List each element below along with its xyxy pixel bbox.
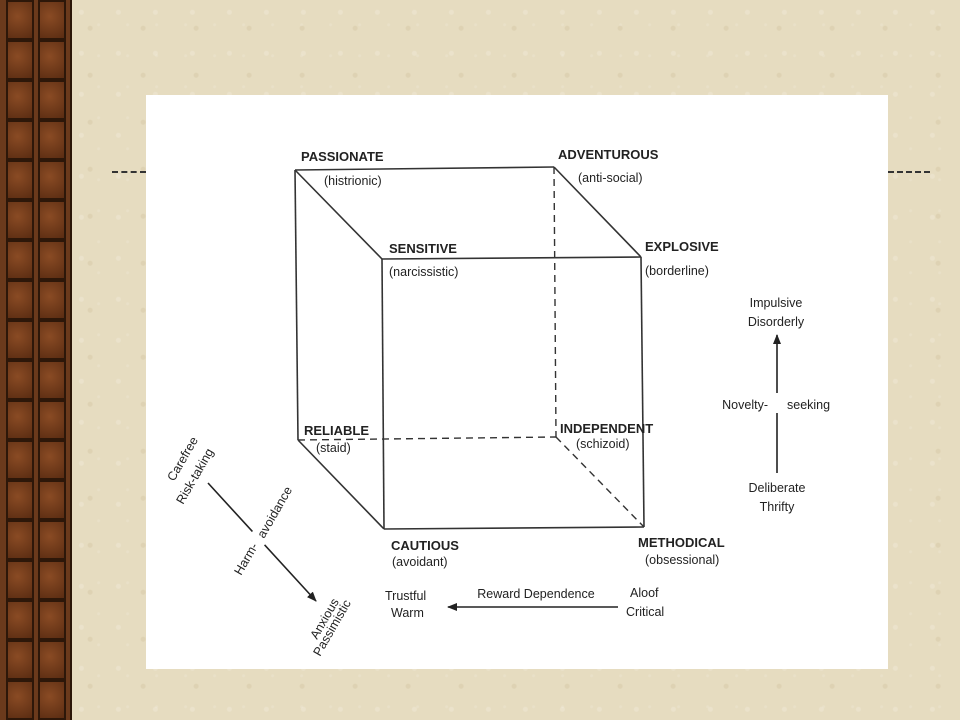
label-aloof: Aloof xyxy=(630,586,659,600)
border-tile xyxy=(6,600,34,640)
label-independent: INDEPENDENT xyxy=(560,421,653,436)
border-tile xyxy=(6,280,34,320)
label-narcissistic: (narcissistic) xyxy=(389,265,458,279)
label-trustful: Trustful xyxy=(385,589,426,603)
border-tile xyxy=(6,40,34,80)
label-harm: Harm- xyxy=(231,540,260,577)
border-tile xyxy=(38,0,66,40)
label-reliable: RELIABLE xyxy=(304,423,369,438)
border-tile xyxy=(38,400,66,440)
label-impulsive: Impulsive xyxy=(750,296,803,310)
border-tile xyxy=(6,200,34,240)
label-methodical: METHODICAL xyxy=(638,535,725,550)
border-tile xyxy=(38,120,66,160)
border-tile xyxy=(38,600,66,640)
label-critical: Critical xyxy=(626,605,664,619)
label-thrifty: Thrifty xyxy=(760,500,795,514)
border-tile xyxy=(6,520,34,560)
border-tile xyxy=(38,40,66,80)
border-tile xyxy=(38,200,66,240)
label-passionate: PASSIONATE xyxy=(301,149,384,164)
label-staid: (staid) xyxy=(316,441,351,455)
border-tile xyxy=(38,160,66,200)
label-deliberate: Deliberate xyxy=(749,481,806,495)
border-tile xyxy=(38,280,66,320)
label-novelty: Novelty- xyxy=(722,398,768,412)
label-seeking: seeking xyxy=(787,398,830,412)
border-tile xyxy=(6,640,34,680)
decorative-left-border xyxy=(0,0,72,720)
label-sensitive: SENSITIVE xyxy=(389,241,457,256)
border-tile xyxy=(6,480,34,520)
border-tile xyxy=(38,480,66,520)
border-tile xyxy=(38,680,66,720)
border-tile xyxy=(6,320,34,360)
cube-edge xyxy=(294,169,299,441)
border-tile xyxy=(38,520,66,560)
diagram-panel: PASSIONATE (histrionic) ADVENTUROUS (ant… xyxy=(146,95,888,669)
border-tile xyxy=(38,560,66,600)
cube-edge xyxy=(640,256,645,528)
border-tile xyxy=(6,400,34,440)
border-tile xyxy=(38,240,66,280)
label-cautious: CAUTIOUS xyxy=(391,538,459,553)
reward-label-bg xyxy=(466,585,606,603)
border-tile xyxy=(6,120,34,160)
label-reward-dependence: Reward Dependence xyxy=(477,587,594,601)
label-warm: Warm xyxy=(391,606,424,620)
border-tile xyxy=(6,680,34,720)
label-obsessional: (obsessional) xyxy=(645,553,719,567)
label-histrionic: (histrionic) xyxy=(324,174,382,188)
novelty-label-gap xyxy=(768,393,786,413)
harm-label-gap xyxy=(250,521,276,547)
border-tile xyxy=(6,160,34,200)
temperament-cube-diagram: PASSIONATE (histrionic) ADVENTUROUS (ant… xyxy=(164,147,830,659)
label-anti-social: (anti-social) xyxy=(578,171,643,185)
border-tile xyxy=(38,360,66,400)
border-tile xyxy=(38,320,66,360)
decorative-rule-left xyxy=(112,171,146,173)
border-tile xyxy=(38,440,66,480)
label-schizoid: (schizoid) xyxy=(576,437,630,451)
cube-edge xyxy=(381,258,385,530)
label-avoidant: (avoidant) xyxy=(392,555,448,569)
border-tile xyxy=(38,80,66,120)
label-borderline: (borderline) xyxy=(645,264,709,278)
border-tile xyxy=(38,640,66,680)
border-tile xyxy=(6,240,34,280)
cube-edge xyxy=(381,256,642,260)
border-tile xyxy=(6,80,34,120)
border-tile xyxy=(6,0,34,40)
cube-edge xyxy=(297,439,385,530)
border-tile xyxy=(6,440,34,480)
cube-edge xyxy=(294,169,383,260)
border-tile xyxy=(6,560,34,600)
label-disorderly: Disorderly xyxy=(748,315,805,329)
border-tile xyxy=(6,360,34,400)
cube-edge xyxy=(553,166,642,258)
cube-hidden-edge xyxy=(555,436,645,528)
label-explosive: EXPLOSIVE xyxy=(645,239,719,254)
cube-hidden-edge xyxy=(553,166,557,438)
label-avoidance: avoidance xyxy=(254,484,295,540)
decorative-rule-right xyxy=(888,171,930,173)
cube-edge xyxy=(294,166,555,171)
cube-edge xyxy=(383,526,645,530)
label-adventurous: ADVENTUROUS xyxy=(558,147,659,162)
